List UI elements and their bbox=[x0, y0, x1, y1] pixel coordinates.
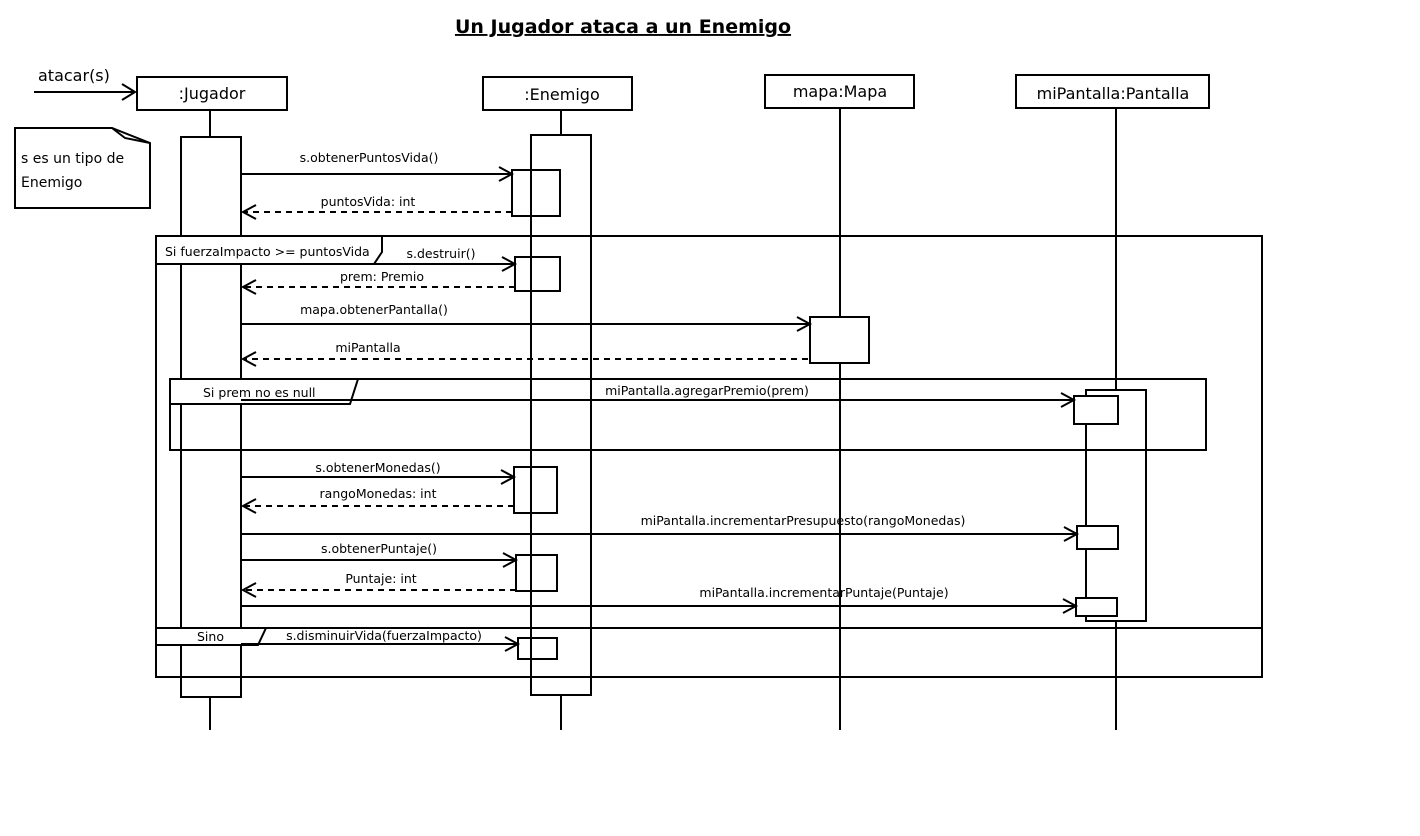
fragment-outer-guard: Si fuerzaImpacto >= puntosVida bbox=[165, 244, 370, 259]
message-label-obtenerPuntaje: s.obtenerPuntaje() bbox=[321, 541, 437, 556]
message-arrow-disminuirVida bbox=[241, 636, 521, 652]
activation-jugador bbox=[180, 136, 242, 698]
return-label-miPantalla: miPantalla bbox=[335, 340, 400, 355]
message-label-disminuirVida: s.disminuirVida(fuerzaImpacto) bbox=[286, 628, 482, 643]
lifeline-jugador-box bbox=[136, 76, 288, 111]
return-label-puntosVida: puntosVida: int bbox=[321, 194, 416, 209]
fragment-else-guard: Sino bbox=[197, 629, 224, 644]
exec-destruir bbox=[514, 256, 561, 292]
message-label-obtenerMonedas: s.obtenerMonedas() bbox=[315, 460, 440, 475]
message-arrow-obtenerPuntosVida bbox=[241, 166, 515, 182]
return-arrow-miPantalla bbox=[240, 351, 808, 367]
note-text-line2: Enemigo bbox=[21, 175, 82, 191]
message-label-obtenerPantalla: mapa.obtenerPantalla() bbox=[300, 302, 448, 317]
exec-incrementarPuntaje bbox=[1075, 597, 1118, 617]
message-label-obtenerPuntosVida: s.obtenerPuntosVida() bbox=[300, 150, 439, 165]
message-arrow-incrementarPresupuesto bbox=[241, 526, 1080, 542]
return-label-Puntaje: Puntaje: int bbox=[345, 571, 416, 586]
lifeline-enemigo-box bbox=[482, 76, 633, 111]
message-arrow-obtenerMonedas bbox=[241, 469, 517, 485]
lifeline-jugador-label: :Jugador bbox=[179, 84, 246, 103]
message-arrow-agregarPremio bbox=[241, 392, 1077, 408]
exec-incrementarPresupuesto bbox=[1076, 525, 1119, 550]
return-arrow-rangoMonedas bbox=[240, 498, 514, 514]
message-arrow-incrementarPuntaje bbox=[241, 598, 1079, 614]
exec-obtenerPuntosVida bbox=[511, 169, 561, 217]
note-text-line1: s es un tipo de bbox=[21, 151, 124, 167]
lifeline-pantalla-box bbox=[1015, 74, 1210, 109]
fragment-inner-opt bbox=[169, 378, 1207, 451]
entry-message-label: atacar(s) bbox=[38, 66, 110, 85]
exec-obtenerMonedas bbox=[513, 466, 558, 514]
exec-obtenerPuntaje bbox=[515, 554, 558, 592]
lifeline-enemigo-label: :Enemigo bbox=[524, 85, 599, 104]
return-label-rangoMonedas: rangoMonedas: int bbox=[320, 486, 437, 501]
message-label-incrementarPuntaje: miPantalla.incrementarPuntaje(Puntaje) bbox=[699, 585, 948, 600]
activation-pantalla bbox=[1085, 389, 1147, 622]
return-label-prem: prem: Premio bbox=[340, 269, 424, 284]
message-arrow-destruir bbox=[241, 256, 518, 272]
fragment-inner-guard: Si prem no es null bbox=[203, 385, 316, 400]
message-label-incrementarPresupuesto: miPantalla.incrementarPresupuesto(rangoM… bbox=[641, 513, 966, 528]
exec-disminuirVida bbox=[517, 637, 558, 660]
fragment-outer-alt bbox=[155, 235, 1263, 678]
lifeline-mapa-label: mapa:Mapa bbox=[793, 82, 887, 101]
fragment-outer-label-box bbox=[155, 235, 383, 265]
fragment-inner-label-box bbox=[169, 378, 360, 405]
diagram-title: Un Jugador ataca a un Enemigo bbox=[455, 16, 791, 38]
message-label-agregarPremio: miPantalla.agregarPremio(prem) bbox=[605, 383, 809, 398]
activation-enemigo bbox=[530, 134, 592, 696]
return-arrow-prem bbox=[240, 279, 515, 295]
message-arrow-obtenerPantalla bbox=[241, 316, 813, 332]
entry-message-arrow bbox=[34, 83, 137, 101]
return-arrow-puntosVida bbox=[240, 204, 512, 220]
lifeline-mapa-box bbox=[764, 74, 915, 109]
exec-agregarPremio bbox=[1073, 395, 1119, 425]
lifeline-pantalla-label: miPantalla:Pantalla bbox=[1037, 84, 1190, 103]
message-arrow-obtenerPuntaje bbox=[241, 552, 519, 568]
exec-obtenerPantalla bbox=[809, 316, 870, 364]
message-label-destruir: s.destruir() bbox=[407, 246, 476, 261]
note-box bbox=[14, 127, 151, 209]
return-arrow-Puntaje bbox=[240, 582, 516, 598]
